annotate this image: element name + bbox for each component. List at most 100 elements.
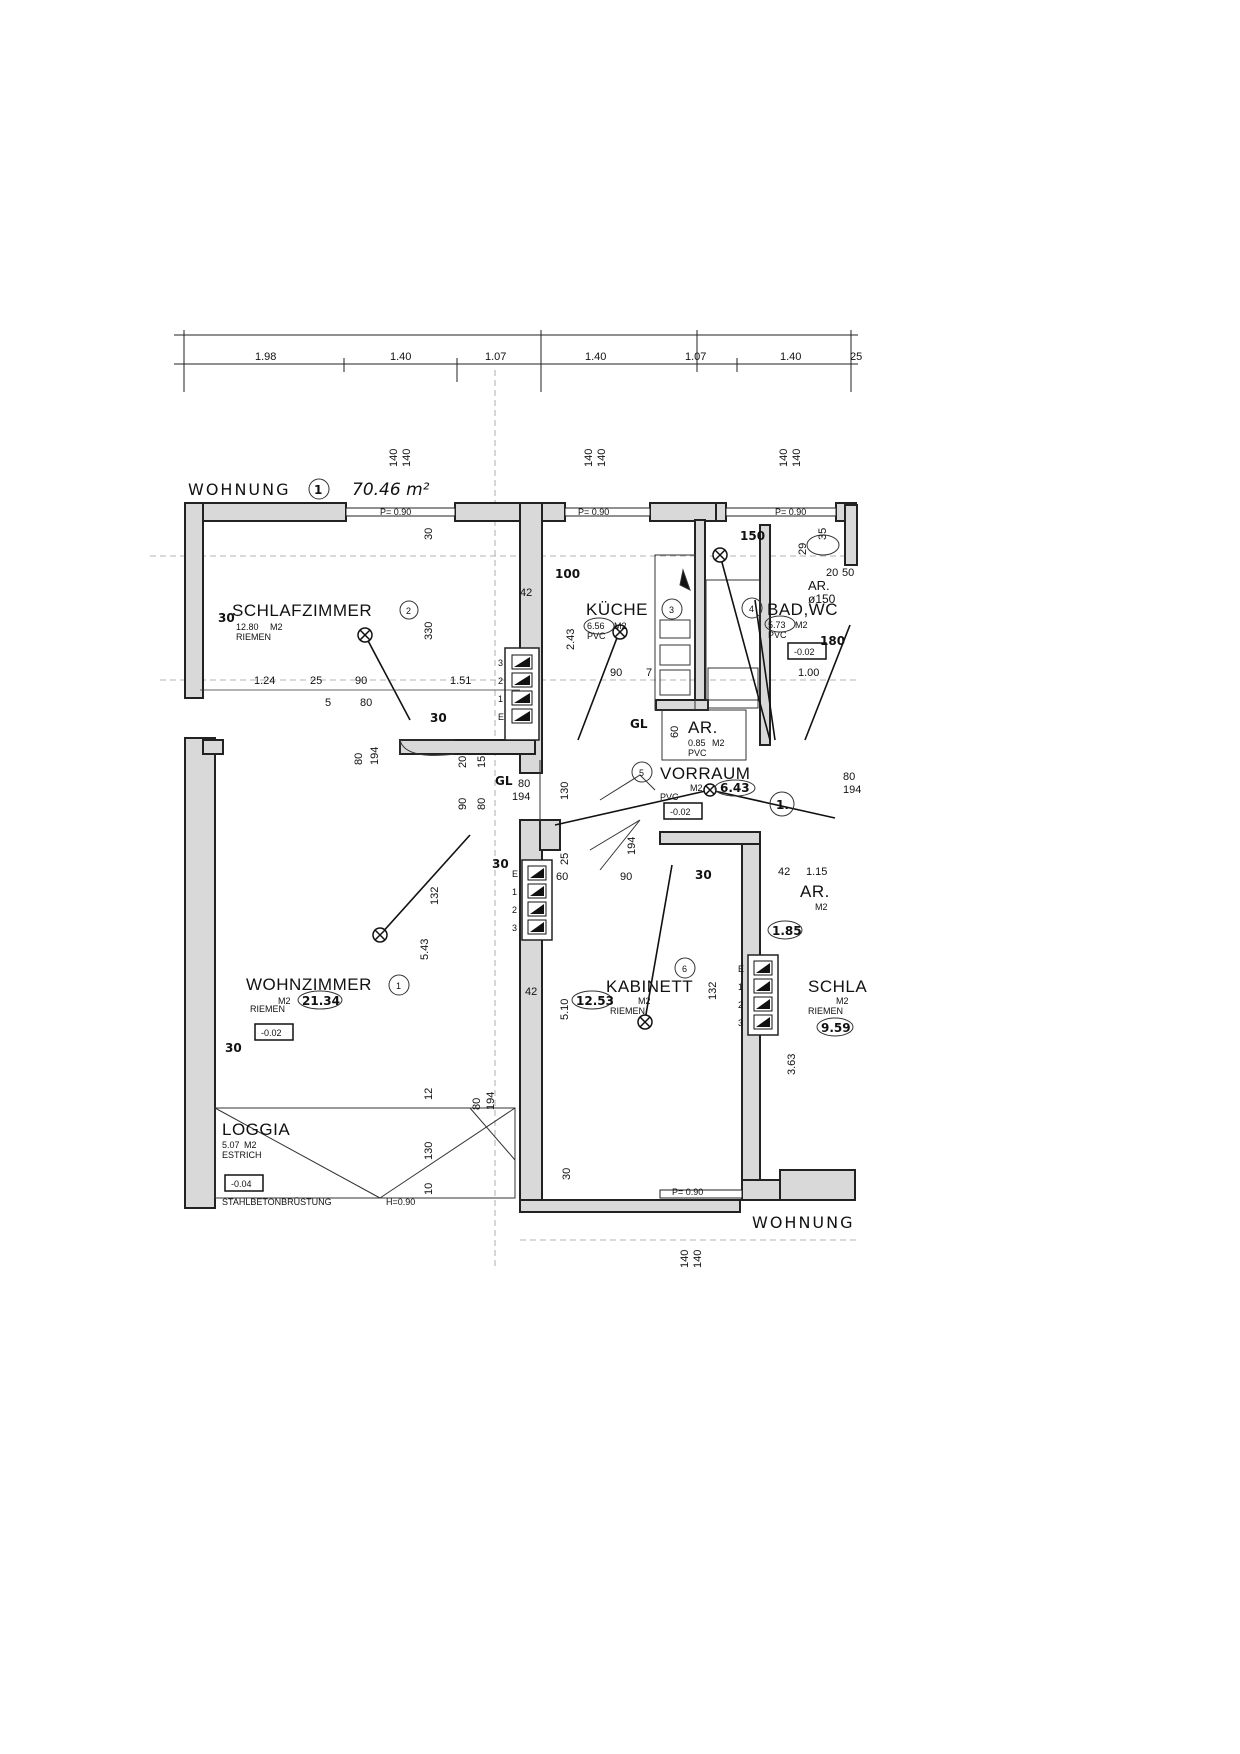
dim-35: 35	[817, 528, 829, 540]
room-ar-small: AR. 0.85 M2 PVC	[661, 709, 747, 761]
wohnzimmer-floor: RIEMEN	[250, 1004, 285, 1014]
title-prefix: WOHNUNG	[188, 480, 291, 499]
dim-15: 15	[476, 756, 488, 768]
shaft-top-label-2: 2	[498, 676, 503, 686]
shaft-top-label-3: 3	[498, 658, 503, 668]
shaft-center-label-2: 2	[512, 905, 517, 915]
hw-150: 150	[740, 529, 765, 543]
shaft-center-label-1: 1	[512, 887, 517, 897]
hw-one: 1.	[776, 798, 789, 812]
dim-194d: 194	[626, 837, 638, 855]
dim-90c: 90	[620, 871, 632, 883]
dim-194e: 194	[843, 784, 861, 796]
hw-30d: 30	[695, 868, 712, 882]
loggia-name: LOGGIA	[222, 1120, 290, 1139]
ar-small-name: AR.	[688, 718, 718, 737]
vdim-top-1b: 140	[401, 449, 413, 467]
schlafzimmer-floor: RIEMEN	[236, 632, 271, 642]
title-area: 70.46 m²	[352, 480, 430, 500]
parapet-4: P= 0.90	[672, 1187, 703, 1197]
shaft-right-label-1: 1	[738, 982, 743, 992]
gl-note-2: GL	[495, 774, 513, 788]
wohnzimmer-number: 1	[396, 981, 401, 991]
hw-30c: 30	[492, 857, 509, 871]
bad-number: 4	[749, 604, 754, 614]
vorraum-unit: M2	[690, 783, 703, 793]
shaft-center-label-3: 3	[512, 923, 517, 933]
room-kabinett: 6 KABINETT 12.53 M2 RIEMEN	[571, 957, 696, 1016]
dim-10: 10	[423, 1183, 435, 1195]
dim-130a: 130	[559, 782, 571, 800]
loggia-unit: M2	[244, 1140, 257, 1150]
vorraum-floor: PVC	[660, 792, 679, 802]
parapet-1: P= 0.90	[380, 507, 411, 517]
top-dim-2: 1.40	[390, 351, 411, 363]
dim-80a: 80	[360, 697, 372, 709]
vdim-top-3a: 140	[778, 449, 790, 467]
hw-30b: 30	[430, 711, 447, 725]
vertical-dims-top: 140 140 140 140 140 140	[388, 449, 803, 467]
dim-7: 7	[646, 667, 652, 679]
loggia-diagonals	[214, 1107, 516, 1199]
dim-42c: 42	[778, 866, 790, 878]
dim-363: 3.63	[786, 1054, 798, 1075]
room-ar-right: AR. 1.85 M2	[767, 882, 830, 940]
dim-115: 1.15	[806, 866, 827, 878]
vorraum-area: 6.43	[720, 781, 750, 795]
vorraum-number: 5	[639, 768, 644, 778]
top-dimension-chain: 1.98 1.40 1.07 1.40 1.07 1.40 25	[174, 330, 862, 392]
dim-80d: 80	[471, 1098, 483, 1110]
dim-330: 330	[423, 622, 435, 640]
wohnzimmer-level: -0.02	[261, 1028, 282, 1038]
schla-unit: M2	[836, 996, 849, 1006]
shaft-center-label-e: E	[512, 869, 518, 879]
hw-100: 100	[555, 567, 580, 581]
bad-unit: M2	[795, 620, 808, 630]
ar-small-floor: PVC	[688, 748, 707, 758]
kabinett-floor: RIEMEN	[610, 1006, 645, 1016]
dim-60a: 60	[556, 871, 568, 883]
top-dim-7: 25	[850, 351, 862, 363]
parapet-2: P= 0.90	[578, 507, 609, 517]
shaft-top-label-1: 1	[498, 694, 503, 704]
shaft-top-label-e: E	[498, 712, 504, 722]
ar-top-note: ø150	[808, 592, 836, 606]
loggia-level: -0.04	[231, 1179, 252, 1189]
dim-30b: 30	[561, 1168, 573, 1180]
dim-5: 5	[325, 697, 331, 709]
bad-level: -0.02	[794, 647, 815, 657]
schla-name: SCHLA	[808, 977, 867, 996]
vdim-bottom-a: 140	[679, 1250, 691, 1268]
dim-132b: 132	[707, 982, 719, 1000]
dim-510: 5.10	[559, 999, 571, 1020]
schla-floor: RIEMEN	[808, 1006, 843, 1016]
ar-right-unit: M2	[815, 902, 828, 912]
room-schlafzimmer: SCHLAFZIMMER 2 12.80 M2 RIEMEN	[232, 600, 419, 642]
dim-194c: 194	[485, 1092, 497, 1110]
top-dim-5: 1.07	[685, 351, 706, 363]
dim-80c: 80	[476, 798, 488, 810]
handwritten-notes: 100 150 30 30 30 30 30 180 1.	[218, 529, 845, 1055]
wohnzimmer-area: 21.34	[302, 994, 340, 1008]
windows	[345, 507, 837, 1199]
wiring	[364, 554, 851, 1021]
dim-124: 1.24	[254, 675, 275, 687]
room-vorraum: 5 VORRAUM M2 6.43 PVC -0.02	[631, 761, 756, 820]
dim-132a: 132	[429, 887, 441, 905]
vdim-top-1a: 140	[388, 449, 400, 467]
kabinett-number: 6	[682, 964, 687, 974]
top-dim-6: 1.40	[780, 351, 801, 363]
dim-80e: 80	[843, 771, 855, 783]
hw-30e: 30	[225, 1041, 242, 1055]
vdim-bottom-b: 140	[692, 1250, 704, 1268]
title-number: 1	[314, 483, 322, 497]
dim-29: 29	[797, 543, 809, 555]
loggia-area: 5.07	[222, 1140, 240, 1150]
loggia-floor: ESTRICH	[222, 1150, 262, 1160]
ar-right-name: AR.	[800, 882, 830, 901]
shaft-center: E 1 2 3	[512, 859, 553, 941]
ar-top-name: AR.	[808, 578, 830, 593]
kabinett-area: 12.53	[576, 994, 614, 1008]
kueche-number: 3	[669, 605, 674, 615]
